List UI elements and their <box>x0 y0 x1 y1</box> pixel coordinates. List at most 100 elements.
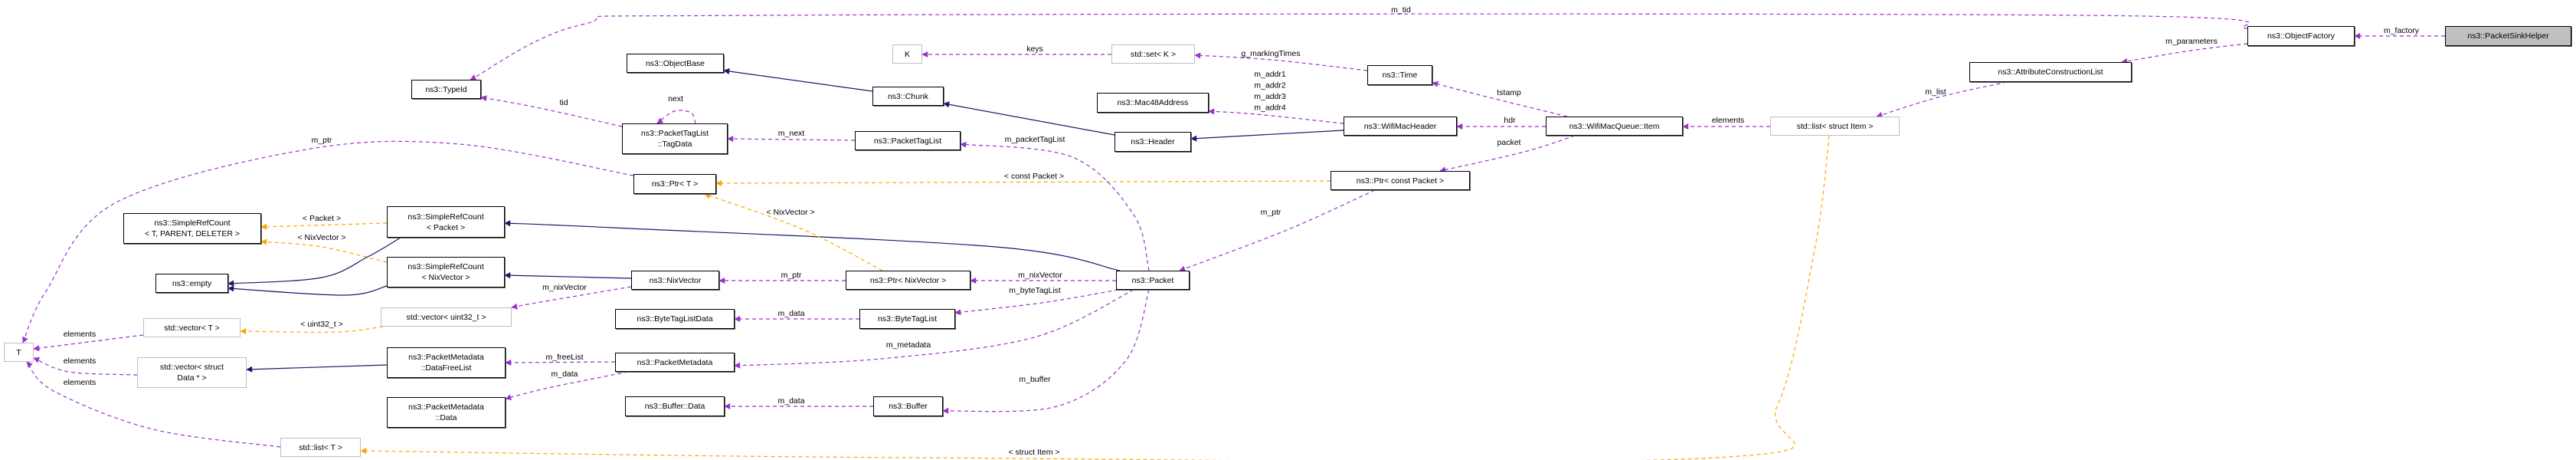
edge-pmd-to-pmdData <box>505 371 629 401</box>
edge-packet-to-btl <box>954 289 1119 316</box>
class-node-chunk[interactable]: ns3::Chunk <box>872 87 944 106</box>
edge-acl-to-listItem <box>1876 81 2008 118</box>
class-node-of[interactable]: ns3::ObjectFactory <box>2247 26 2355 46</box>
edge-ptrcp-to-ptrT <box>715 179 1331 186</box>
edge-vecT-to-T <box>33 334 144 352</box>
edge-label: m_metadata <box>886 340 931 350</box>
edge-chunk-to-objbase <box>723 68 873 92</box>
class-node-header[interactable]: ns3::Header <box>1115 132 1191 152</box>
edge-of-to-acl <box>2121 43 2248 64</box>
edge-pmd-to-dfl <box>505 359 616 366</box>
class-node-objbase[interactable]: ns3::ObjectBase <box>627 54 724 73</box>
edge-srcN-to-empty <box>227 285 388 296</box>
class-node-ptl[interactable]: ns3::PacketTagList <box>855 131 961 150</box>
edge-label: packet <box>1497 138 1521 147</box>
edge-label: next <box>668 94 683 104</box>
class-node-dfl[interactable]: ns3::PacketMetadata ::DataFreeList <box>387 347 506 378</box>
edge-label: elements <box>64 330 97 339</box>
class-node-btld[interactable]: ns3::ByteTagListData <box>615 309 735 329</box>
class-node-psh: ns3::PacketSinkHelper <box>2445 26 2571 46</box>
edge-label: m_list <box>1925 87 1946 97</box>
edge-dfl-to-vecD <box>246 364 388 373</box>
edge-label: m_ptr <box>781 271 802 280</box>
edge-wmh-to-header <box>1190 130 1344 142</box>
edge-tagdata-to-tagdata <box>656 110 696 124</box>
class-node-ptrnv[interactable]: ns3::Ptr< NixVector > <box>846 271 971 290</box>
edge-label: m_tid <box>1391 5 1411 15</box>
class-node-listT: std::list< T > <box>280 438 361 457</box>
edge-nixv-to-srcN <box>504 272 632 279</box>
edge-srcN-to-srcT <box>260 238 388 263</box>
class-node-pmdData[interactable]: ns3::PacketMetadata ::Data <box>387 397 506 428</box>
edge-packet-to-pmd <box>734 289 1134 369</box>
edge-label: m_factory <box>2384 26 2420 35</box>
class-node-K: K <box>892 44 922 64</box>
edge-label: < Packet > <box>303 214 341 223</box>
edge-label: m_data <box>777 396 804 406</box>
edge-label: keys <box>1026 44 1043 54</box>
edge-ptrcp-to-packet <box>1179 189 1376 272</box>
edge-wmh-to-mac48 <box>1208 108 1344 124</box>
edge-packet-to-ptl <box>960 141 1150 271</box>
edge-label: m_freeList <box>545 353 583 362</box>
class-node-acl[interactable]: ns3::AttributeConstructionList <box>1969 62 2132 82</box>
edge-label: m_next <box>778 129 805 138</box>
class-node-typeid[interactable]: ns3::TypeId <box>411 80 481 99</box>
edge-label: tid <box>559 98 568 107</box>
edge-label: tstamp <box>1497 88 1521 97</box>
edge-label: m_parameters <box>2165 37 2218 46</box>
class-node-wmh[interactable]: ns3::WifiMacHeader <box>1344 117 1457 136</box>
edge-packet-to-srcP <box>504 220 1121 271</box>
class-node-packet[interactable]: ns3::Packet <box>1116 271 1190 290</box>
edge-label: < NixVector > <box>766 208 814 217</box>
class-node-vecU: std::vector< uint32_t > <box>381 307 512 327</box>
class-node-tagdata[interactable]: ns3::PacketTagList ::TagData <box>622 123 728 154</box>
edge-label: < const Packet > <box>1004 172 1064 181</box>
edge-srcP-to-empty <box>227 237 401 287</box>
class-node-setK: std::set< K > <box>1111 44 1195 64</box>
edge-srcP-to-srcT <box>260 222 388 230</box>
edge-time-to-setK <box>1194 52 1368 71</box>
class-node-srcP[interactable]: ns3::SimpleRefCount < Packet > <box>387 206 505 238</box>
edge-label: m_data <box>777 309 804 318</box>
edge-label: < NixVector > <box>297 233 345 242</box>
class-node-vecT: std::vector< T > <box>143 318 241 337</box>
edge-label: m_byteTagList <box>1009 286 1061 295</box>
edge-nixv-to-vecU <box>511 286 632 310</box>
edge-label: < struct Item > <box>1008 448 1059 457</box>
edge-label: m_nixVector <box>542 283 587 292</box>
class-node-buffer[interactable]: ns3::Buffer <box>873 396 943 416</box>
class-node-mac48[interactable]: ns3::Mac48Address <box>1097 93 1209 113</box>
class-node-ptrcp[interactable]: ns3::Ptr< const Packet > <box>1331 171 1470 190</box>
edge-ptrnv-to-ptrT <box>704 192 883 271</box>
edge-header-to-chunk <box>943 101 1115 136</box>
class-node-pmd[interactable]: ns3::PacketMetadata <box>615 353 735 372</box>
edge-label: m_ptr <box>1261 208 1281 217</box>
edge-label: elements <box>64 356 97 366</box>
class-node-btl[interactable]: ns3::ByteTagList <box>859 309 955 329</box>
edge-vecD-to-T <box>33 356 138 376</box>
class-node-ptrT[interactable]: ns3::Ptr< T > <box>633 174 716 194</box>
edge-label: m_ptr <box>312 136 332 145</box>
edge-item-to-time <box>1432 80 1568 117</box>
class-node-srcN[interactable]: ns3::SimpleRefCount < NixVector > <box>387 257 505 288</box>
edge-label: m_data <box>551 370 578 379</box>
class-node-item[interactable]: ns3::WifiMacQueue::Item <box>1546 117 1683 136</box>
edge-label: m_buffer <box>1019 375 1051 384</box>
class-node-empty[interactable]: ns3::empty <box>155 274 228 293</box>
edge-label: g_markingTimes <box>1241 49 1300 58</box>
edge-label: < uint32_t > <box>300 320 342 329</box>
edge-packet-to-buffer <box>942 289 1150 414</box>
edge-listItem-to-listT <box>360 135 1830 460</box>
edge-vecU-to-vecT <box>240 326 384 335</box>
edge-label: m_nixVector <box>1018 271 1062 280</box>
edge-label: m_packetTagList <box>1005 135 1065 144</box>
edge-label: elements <box>1712 116 1745 125</box>
class-node-nixv[interactable]: ns3::NixVector <box>631 271 719 290</box>
class-node-bufdata[interactable]: ns3::Buffer::Data <box>625 396 725 416</box>
class-node-srcT[interactable]: ns3::SimpleRefCount < T, PARENT, DELETER… <box>123 213 261 244</box>
edge-ptrT-to-T <box>22 140 634 343</box>
class-node-time[interactable]: ns3::Time <box>1367 65 1432 85</box>
